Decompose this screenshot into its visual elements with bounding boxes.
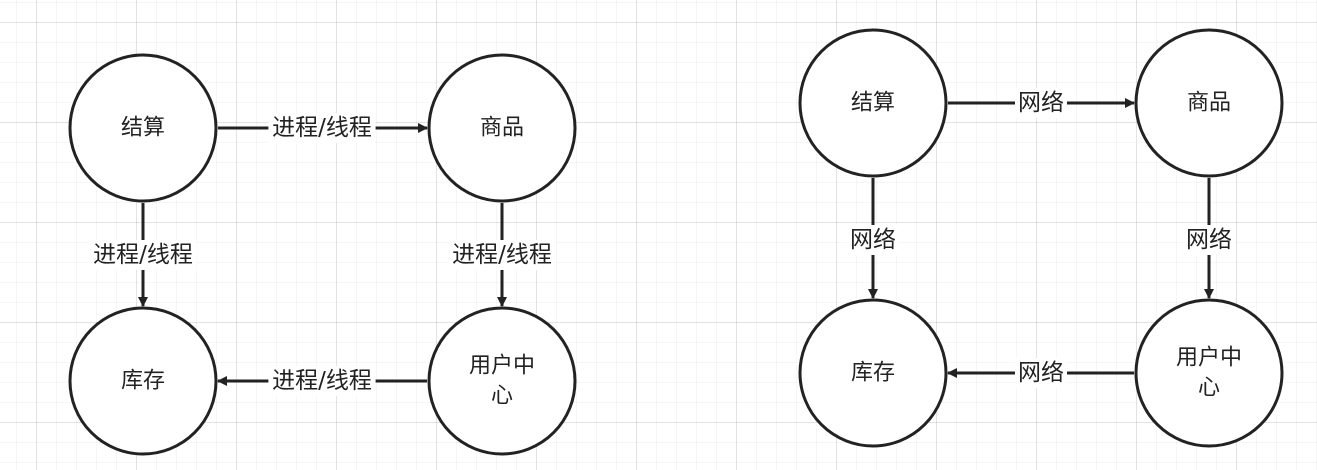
- edge-label-background: [847, 225, 899, 255]
- node-label: 心: [491, 384, 513, 409]
- node-label: 商品: [1187, 91, 1231, 116]
- edge-right-checkout-inventory: 网络: [847, 178, 899, 299]
- edge-label-background: [448, 240, 556, 270]
- edge-label: 网络: [1018, 360, 1064, 386]
- node-label: 结算: [121, 116, 165, 141]
- edge-label: 网络: [1018, 90, 1064, 116]
- node-left-product: 商品: [427, 53, 577, 203]
- edge-label: 进程/线程: [93, 242, 193, 268]
- node-circle: [1134, 28, 1284, 178]
- edge-label-background: [89, 240, 197, 270]
- node-left-checkout: 结算: [68, 53, 218, 203]
- node-label: 用户中: [1176, 346, 1242, 371]
- edge-left-checkout-product: 进程/线程: [218, 113, 428, 143]
- node-circle: [798, 28, 948, 178]
- node-circle: [427, 53, 577, 203]
- node-label: 商品: [480, 116, 524, 141]
- edge-left-checkout-inventory: 进程/线程: [89, 203, 197, 307]
- node-label: 结算: [851, 91, 895, 116]
- edge-label: 网络: [1186, 227, 1232, 253]
- edge-left-product-user: 进程/线程: [448, 203, 556, 307]
- edge-label-background: [268, 366, 376, 396]
- node-label: 心: [1198, 376, 1220, 401]
- edges-layer: 进程/线程进程/线程进程/线程进程/线程网络网络网络网络: [89, 88, 1235, 396]
- node-circle: [1134, 298, 1284, 448]
- node-label: 库存: [121, 369, 165, 394]
- edge-label: 进程/线程: [272, 368, 372, 394]
- edge-label-background: [1015, 358, 1067, 388]
- node-right-checkout: 结算: [798, 28, 948, 178]
- edge-label-background: [268, 113, 376, 143]
- node-circle: [798, 298, 948, 448]
- node-circle: [427, 306, 577, 456]
- edge-right-user-inventory: 网络: [947, 358, 1134, 388]
- node-right-inventory: 库存: [798, 298, 948, 448]
- edge-label: 进程/线程: [272, 115, 372, 141]
- edge-right-checkout-product: 网络: [948, 88, 1135, 118]
- node-label: 用户中: [469, 354, 535, 379]
- node-left-inventory: 库存: [68, 306, 218, 456]
- node-label: 库存: [851, 361, 895, 386]
- nodes-layer: 结算商品库存用户中心结算商品库存用户中心: [68, 28, 1284, 456]
- edge-label-background: [1015, 88, 1067, 118]
- edge-label: 网络: [850, 227, 896, 253]
- edge-left-user-inventory: 进程/线程: [217, 366, 427, 396]
- node-circle: [68, 53, 218, 203]
- edge-label: 进程/线程: [452, 242, 552, 268]
- edge-right-product-user: 网络: [1183, 178, 1235, 299]
- node-circle: [68, 306, 218, 456]
- node-right-product: 商品: [1134, 28, 1284, 178]
- edge-label-background: [1183, 225, 1235, 255]
